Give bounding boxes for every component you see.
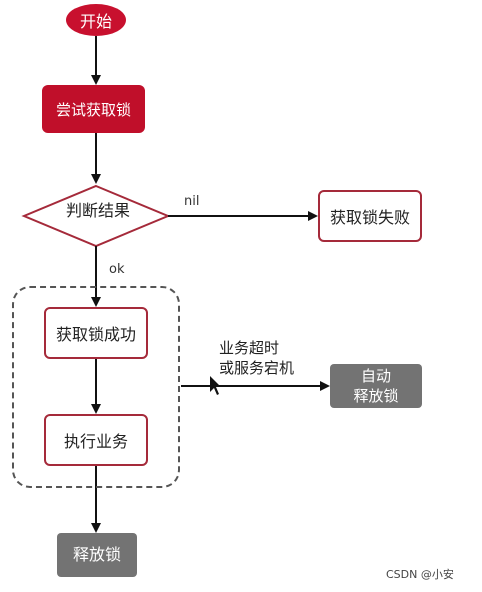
cursor-icon (210, 376, 221, 395)
auto-release-line1: 自动 (360, 367, 391, 385)
execute-business-node: 执行业务 (44, 414, 148, 466)
edge-label-ok: ok (109, 262, 125, 277)
start-node: 开始 (66, 4, 126, 36)
auto-release-line2: 释放锁 (353, 387, 399, 405)
edge-label-nil: nil (184, 194, 200, 209)
watermark: CSDN @小安 (386, 568, 454, 581)
timeout-line1: 业务超时 (219, 339, 280, 357)
edge-label-timeout: 业务超时 或服务宕机 (219, 338, 319, 378)
release-lock-node: 释放锁 (57, 533, 137, 577)
lock-success-node: 获取锁成功 (44, 307, 148, 359)
try-lock-node: 尝试获取锁 (42, 85, 145, 133)
auto-release-node: 自动 释放锁 (330, 364, 422, 408)
timeout-line2: 或服务宕机 (219, 359, 295, 377)
judge-result-label: 判断结果 (65, 201, 130, 220)
lock-held-group (12, 286, 180, 488)
lock-fail-node: 获取锁失败 (318, 190, 422, 242)
